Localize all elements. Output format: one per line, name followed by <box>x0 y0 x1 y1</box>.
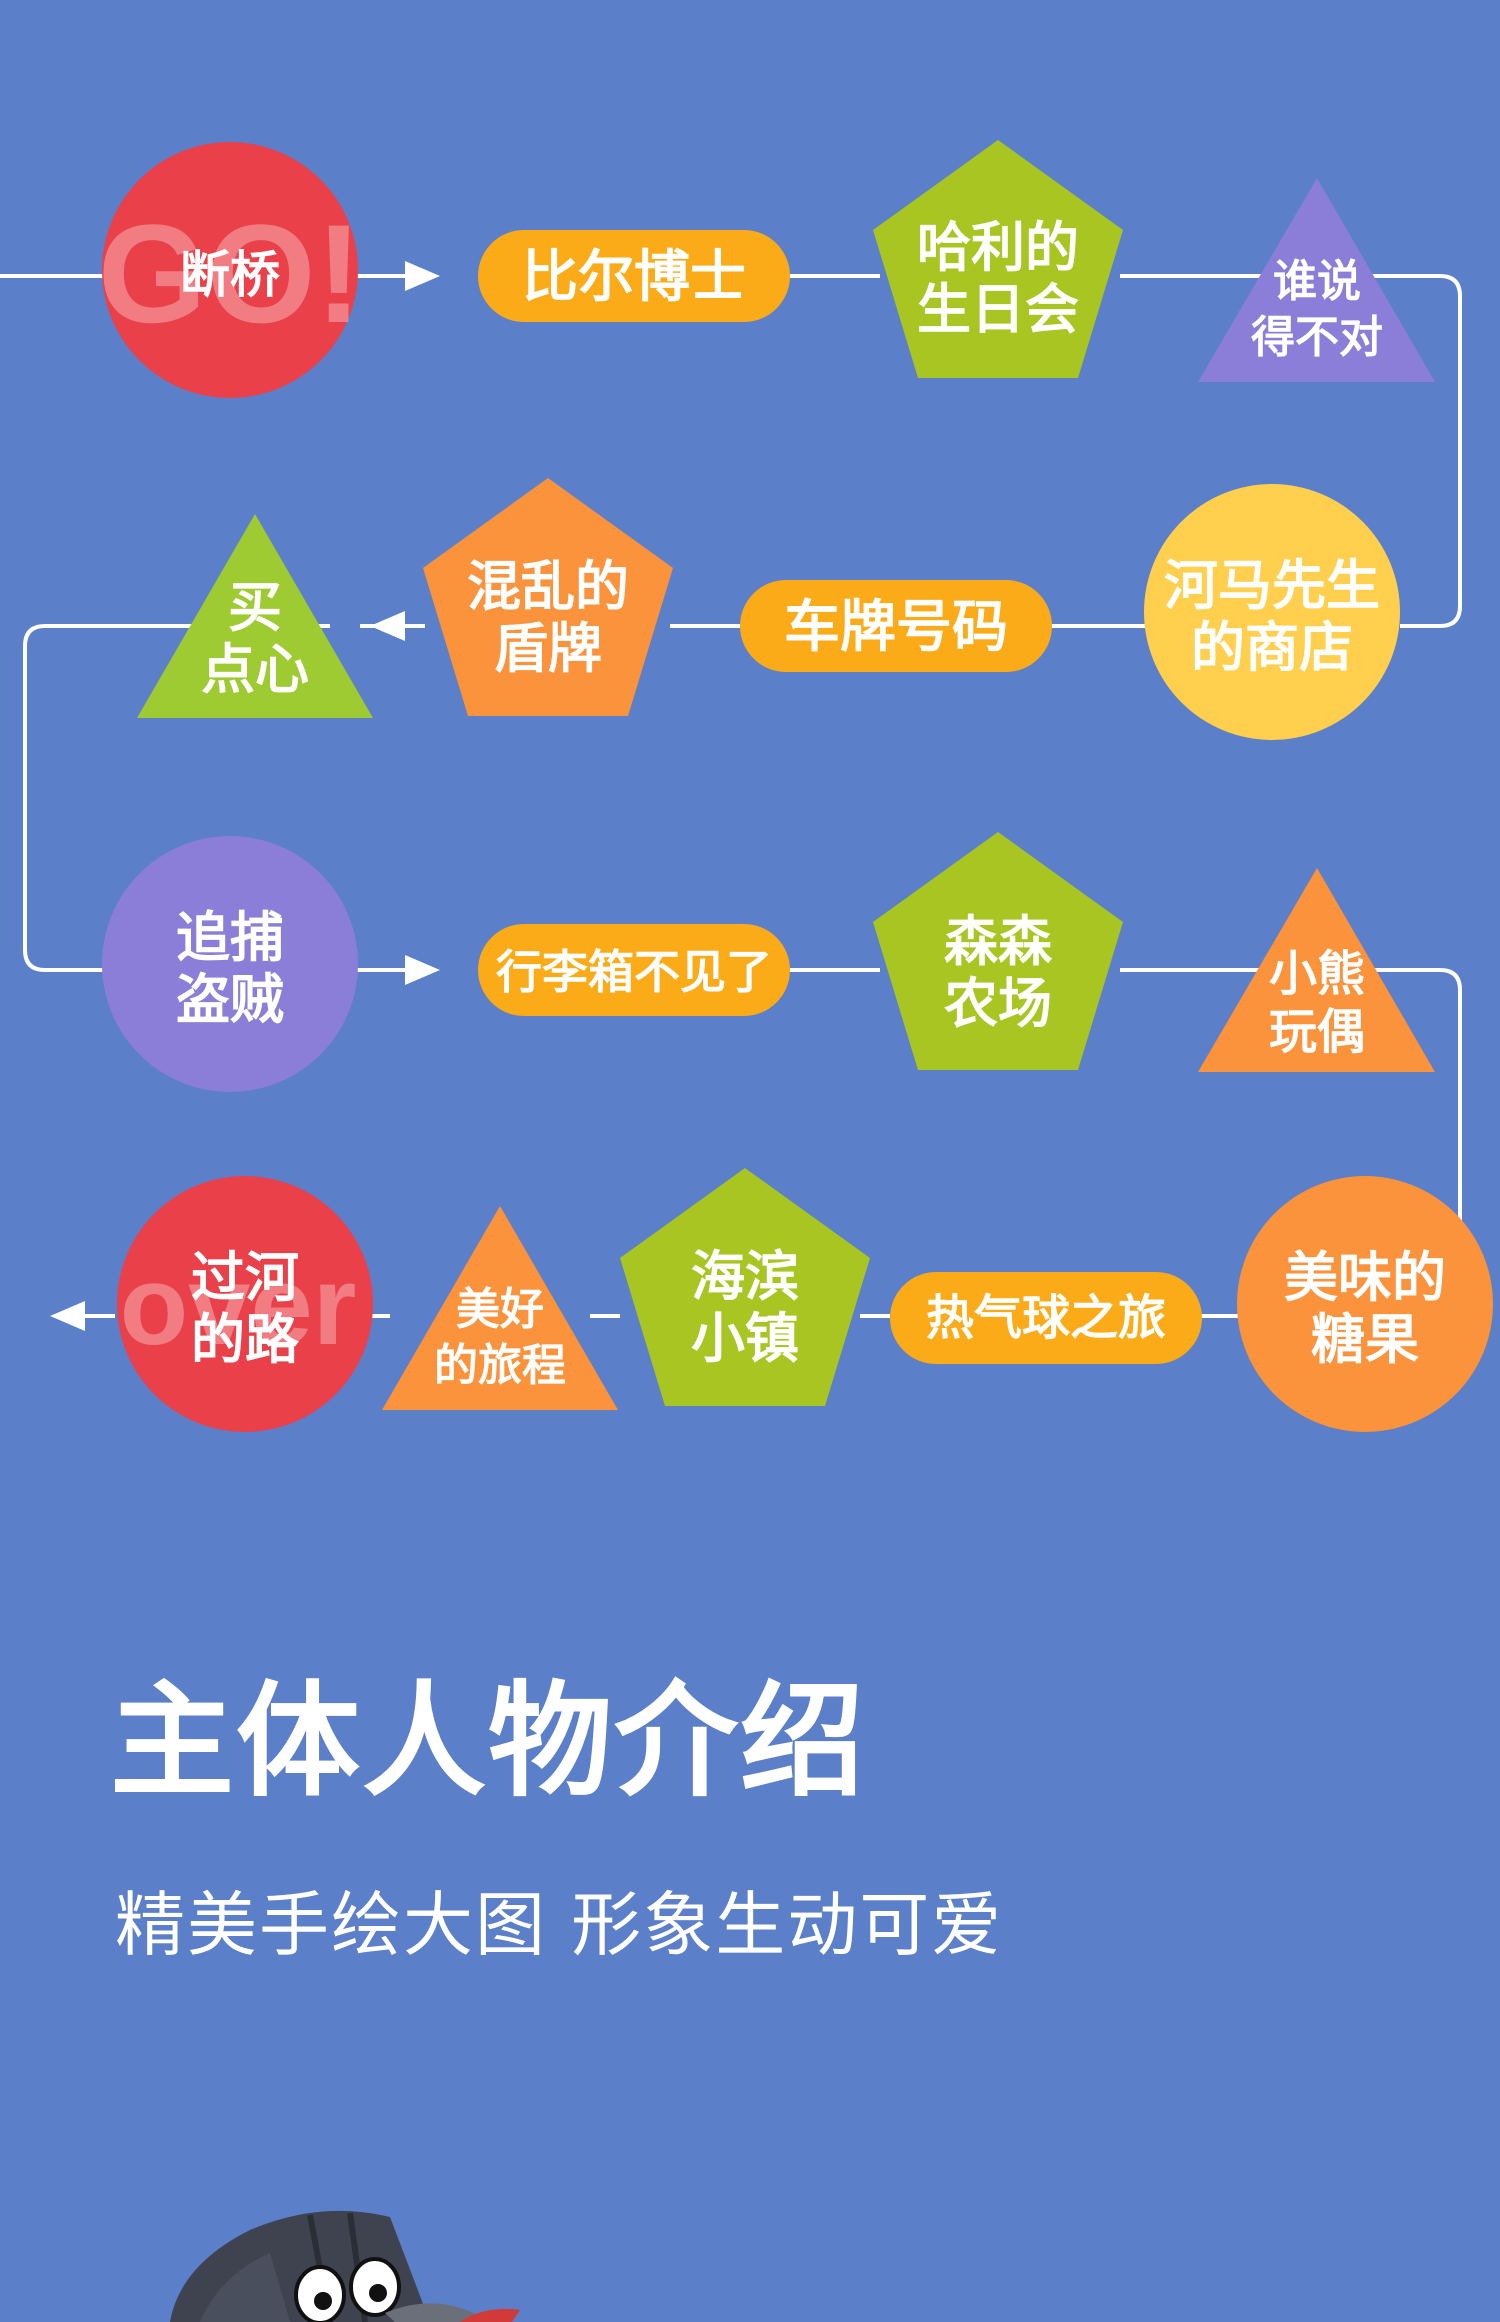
node-bierboshi: 比尔博士 <box>478 230 790 322</box>
node-meiwei: 美味的 糖果 <box>1237 1176 1493 1432</box>
node-label: 比尔博士 <box>522 245 746 310</box>
node-label: 美味的 <box>1284 1246 1446 1309</box>
character-illustration <box>140 2195 600 2322</box>
node-label: 买 <box>228 576 282 639</box>
node-label: 的旅程 <box>434 1340 566 1391</box>
node-label: 混乱的 <box>467 555 629 618</box>
node-sheishuo: 谁说 得不对 <box>1198 178 1435 382</box>
node-reqiqiu: 热气球之旅 <box>890 1272 1202 1364</box>
node-label: 盗贼 <box>176 968 284 1031</box>
node-label: 生日会 <box>917 278 1079 341</box>
section-subtitle: 精美手绘大图 形象生动可爱 <box>115 1890 1003 1960</box>
node-label: 海滨 <box>691 1245 799 1308</box>
node-chepai: 车牌号码 <box>740 580 1052 672</box>
node-label: 盾牌 <box>494 617 602 680</box>
node-label: 过河 <box>191 1246 299 1309</box>
node-label: 得不对 <box>1250 312 1383 363</box>
node-label: 热气球之旅 <box>926 1290 1166 1346</box>
node-guohe: over 过河 的路 <box>117 1176 373 1432</box>
node-label: 小熊 <box>1269 946 1365 1002</box>
node-xingli: 行李箱不见了 <box>478 924 790 1016</box>
node-label: 小镇 <box>691 1307 799 1370</box>
node-label: 的商店 <box>1191 616 1353 679</box>
connector-lines <box>0 276 1460 1316</box>
node-label: 美好 <box>456 1284 544 1335</box>
node-hunluan: 混乱的 盾牌 <box>423 478 673 716</box>
node-zhuibu: 追捕 盗贼 <box>102 836 358 1092</box>
node-label: 点心 <box>201 638 309 701</box>
flow-arrows <box>50 261 440 1331</box>
node-meihao: 美好 的旅程 <box>382 1206 618 1410</box>
node-label: 车牌号码 <box>784 595 1008 660</box>
node-label: 哈利的 <box>917 216 1079 279</box>
arrow-left-icon <box>50 1301 85 1331</box>
node-sensen: 森森 农场 <box>873 832 1123 1070</box>
arrow-left-icon <box>370 611 405 641</box>
node-label: 谁说 <box>1273 256 1361 307</box>
node-label: 行李箱不见了 <box>496 945 772 999</box>
node-label: 的路 <box>191 1308 300 1371</box>
node-label: 河马先生 <box>1164 554 1380 617</box>
node-haibin: 海滨 小镇 <box>620 1168 870 1406</box>
node-duanqiao: GO! 断桥 <box>98 142 362 398</box>
node-label: 玩偶 <box>1269 1004 1365 1060</box>
node-label: 追捕 <box>176 906 284 969</box>
section-title: 主体人物介绍 <box>110 1680 866 1804</box>
story-flow-diagram: GO! 断桥 比尔博士 哈利的 生日会 谁说 得不对 河马先生 的商店 车牌号码… <box>0 0 1500 1500</box>
node-hema: 河马先生 的商店 <box>1144 484 1400 740</box>
node-label: 农场 <box>944 972 1052 1035</box>
arrow-right-icon <box>405 955 440 985</box>
node-label: 断桥 <box>180 246 280 304</box>
node-label: 糖果 <box>1311 1308 1419 1371</box>
node-maidianxin: 买 点心 <box>137 514 373 718</box>
node-hali: 哈利的 生日会 <box>873 140 1123 378</box>
node-label: 森森 <box>944 910 1053 973</box>
arrow-right-icon <box>405 261 440 291</box>
